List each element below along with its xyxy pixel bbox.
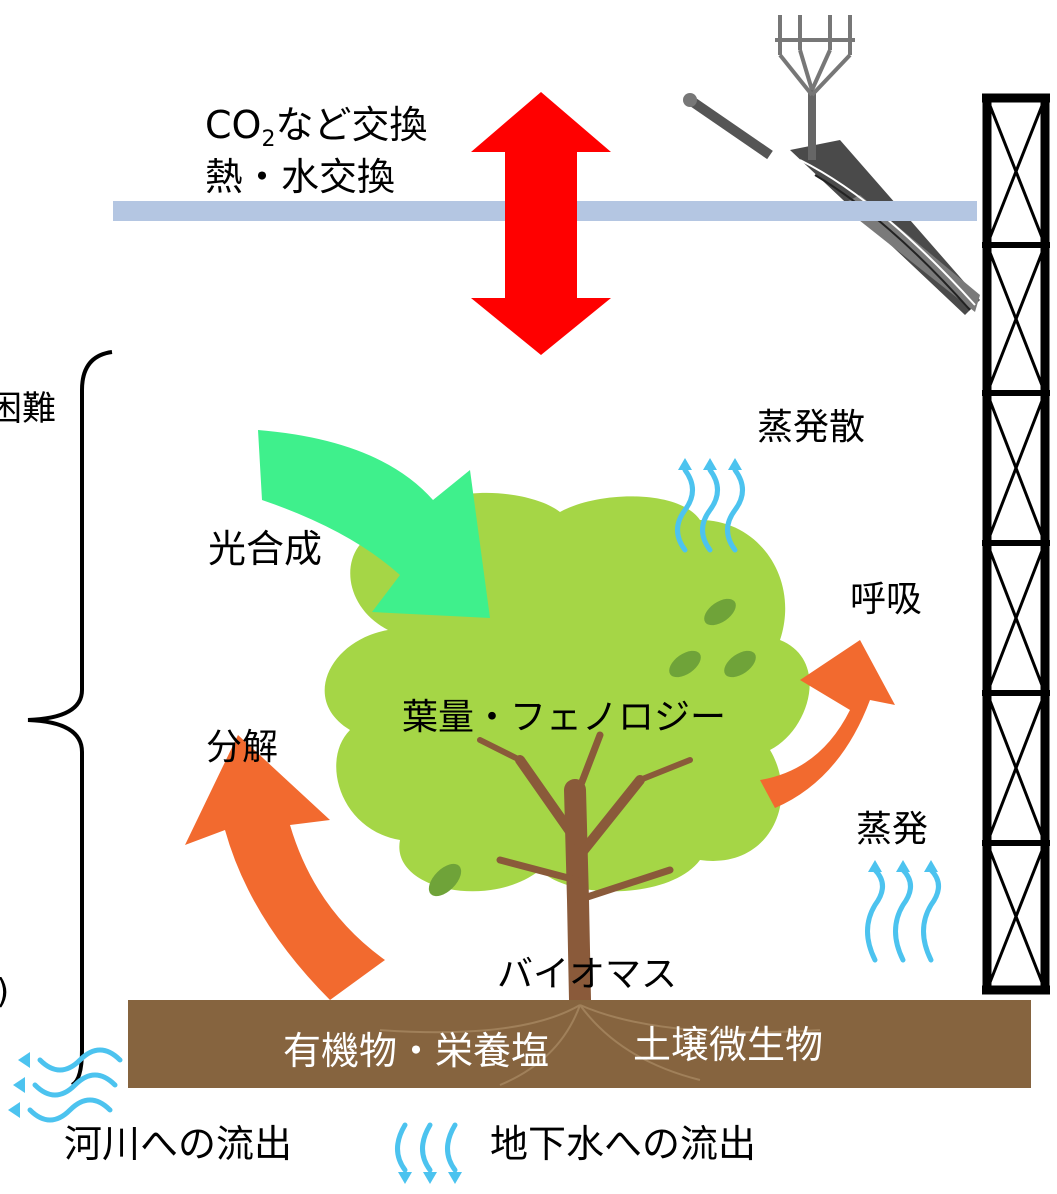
exchange-gas-subscript: 2	[261, 127, 276, 152]
soil-layer	[128, 1000, 1031, 1088]
tree-trunk	[477, 731, 693, 1011]
left-cut-top-label: 困難	[0, 389, 56, 429]
evaporation-waves	[865, 860, 941, 963]
evapotranspiration-waves	[675, 458, 745, 553]
photosynthesis-label: 光合成	[208, 527, 323, 571]
biomass-label: バイオマス	[497, 954, 678, 995]
leaves	[428, 598, 756, 897]
evaporation-label: 蒸発	[856, 809, 929, 850]
decomposition-label: 分解	[206, 727, 279, 768]
respiration-label: 呼吸	[850, 579, 923, 620]
exchange-gas-suffix: など交換	[275, 103, 428, 147]
exchange-double-arrow	[471, 92, 611, 355]
left-brace	[27, 350, 113, 1087]
exchange-gas-prefix: CO	[205, 103, 262, 147]
leaf-phenology-label: 葉量・フェノロジー	[402, 697, 727, 738]
respiration-arrow	[760, 640, 895, 808]
roots	[379, 1004, 821, 1086]
exchange-heat-water-label: 熱・水交換	[205, 155, 396, 199]
flux-tower	[982, 93, 1050, 995]
groundwater-outflow-label: 地下水への流出	[490, 1122, 757, 1166]
exchange-gas-label: CO2など交換	[205, 103, 428, 151]
left-cut-bottom-label: )	[0, 975, 9, 1009]
decomposition-arrow	[185, 735, 385, 1000]
river-outflow-waves	[8, 1047, 123, 1123]
photosynthesis-arrow	[258, 430, 490, 618]
organic-nutrients-label: 有機物・栄養塩	[283, 1029, 550, 1073]
groundwater-outflow-waves	[395, 1122, 462, 1184]
soil-microbes-label: 土壌微生物	[633, 1023, 824, 1067]
flux-instrument	[683, 15, 980, 315]
river-outflow-label: 河川への流出	[64, 1122, 293, 1166]
evapotranspiration-label: 蒸発散	[757, 407, 866, 448]
